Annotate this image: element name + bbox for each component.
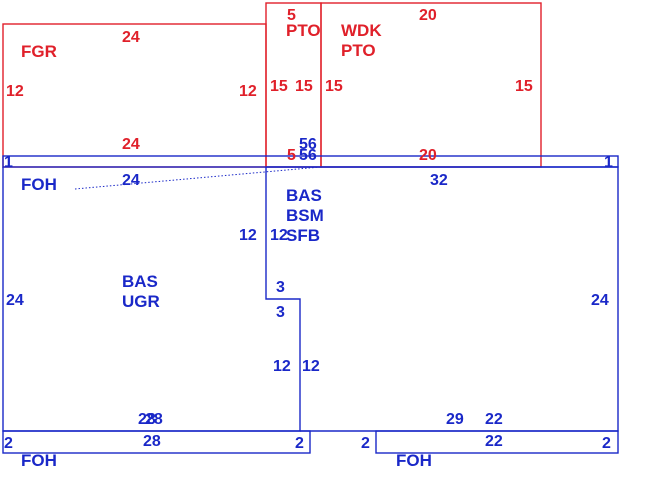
area-label-bas-2: BAS bbox=[122, 272, 158, 291]
dim-foh-top-left: 1 bbox=[4, 154, 13, 171]
dim-wdk-top: 20 bbox=[419, 7, 437, 24]
area-label-sfb: SFB bbox=[286, 226, 320, 245]
dim-56-a: 56 bbox=[299, 136, 317, 153]
dim-bottom-left-c: 28 bbox=[143, 433, 161, 450]
dim-top-width: 32 bbox=[430, 172, 448, 189]
dim-wdk-bottom: 20 bbox=[419, 147, 437, 164]
dim-wdk-left: 15 bbox=[325, 78, 343, 95]
dim-right-side: 24 bbox=[591, 292, 609, 309]
dim-foh-left-a: 2 bbox=[4, 435, 13, 452]
dim-bottom-right-c: 22 bbox=[485, 433, 503, 450]
dim-foh-right-a: 2 bbox=[361, 435, 370, 452]
dim-pto-top: 5 bbox=[287, 7, 296, 24]
foh-left-outline bbox=[2, 430, 311, 454]
foh-leader-line bbox=[74, 166, 321, 190]
dim-fgr-top: 24 bbox=[122, 29, 140, 46]
area-label-foh-top: FOH bbox=[21, 175, 57, 194]
area-label-ugr: UGR bbox=[122, 292, 160, 311]
dim-fgr-right: 12 bbox=[239, 83, 257, 100]
dim-step-b: 3 bbox=[276, 304, 285, 321]
dim-pto-right: 15 bbox=[295, 78, 313, 95]
dim-bsm-left-b: 12 bbox=[270, 227, 288, 244]
dim-fgr-bottom: 24 bbox=[122, 136, 140, 153]
dim-56-b: 56 bbox=[299, 147, 317, 164]
dim-step-a: 3 bbox=[276, 279, 285, 296]
dim-fgr-left: 12 bbox=[6, 83, 24, 100]
foh-right-outline bbox=[375, 430, 619, 454]
dim-bottom-left-a: 28 bbox=[138, 411, 156, 428]
dim-notch-a: 12 bbox=[273, 358, 291, 375]
dim-notch-b: 12 bbox=[302, 358, 320, 375]
dim-pto-left: 15 bbox=[270, 78, 288, 95]
area-label-wdk-pto: PTO bbox=[341, 41, 376, 60]
dim-foh-top-width: 24 bbox=[122, 172, 140, 189]
area-label-foh-right: FOH bbox=[396, 451, 432, 470]
dim-pto-bottom: 5 bbox=[287, 147, 296, 164]
dim-bottom-right-b: 22 bbox=[485, 411, 503, 428]
area-label-foh-left: FOH bbox=[21, 451, 57, 470]
dim-wdk-right: 15 bbox=[515, 78, 533, 95]
area-label-fgr: FGR bbox=[21, 42, 57, 61]
dim-bottom-left-b: 28 bbox=[145, 411, 163, 428]
dim-bsm-left-a: 12 bbox=[239, 227, 257, 244]
dim-foh-top-right: 1 bbox=[604, 154, 613, 171]
area-label-bas: BAS bbox=[286, 186, 322, 205]
blue-outlines bbox=[2, 155, 619, 454]
area-label-pto: PTO bbox=[286, 21, 321, 40]
dim-bottom-right-a: 29 bbox=[446, 411, 464, 428]
area-label-bsm: BSM bbox=[286, 206, 324, 225]
dim-foh-left-b: 2 bbox=[295, 435, 304, 452]
dim-foh-right-b: 2 bbox=[602, 435, 611, 452]
area-label-wdk: WDK bbox=[341, 21, 382, 40]
bas-ugr-outline bbox=[2, 167, 301, 432]
dim-left-side: 24 bbox=[6, 292, 24, 309]
